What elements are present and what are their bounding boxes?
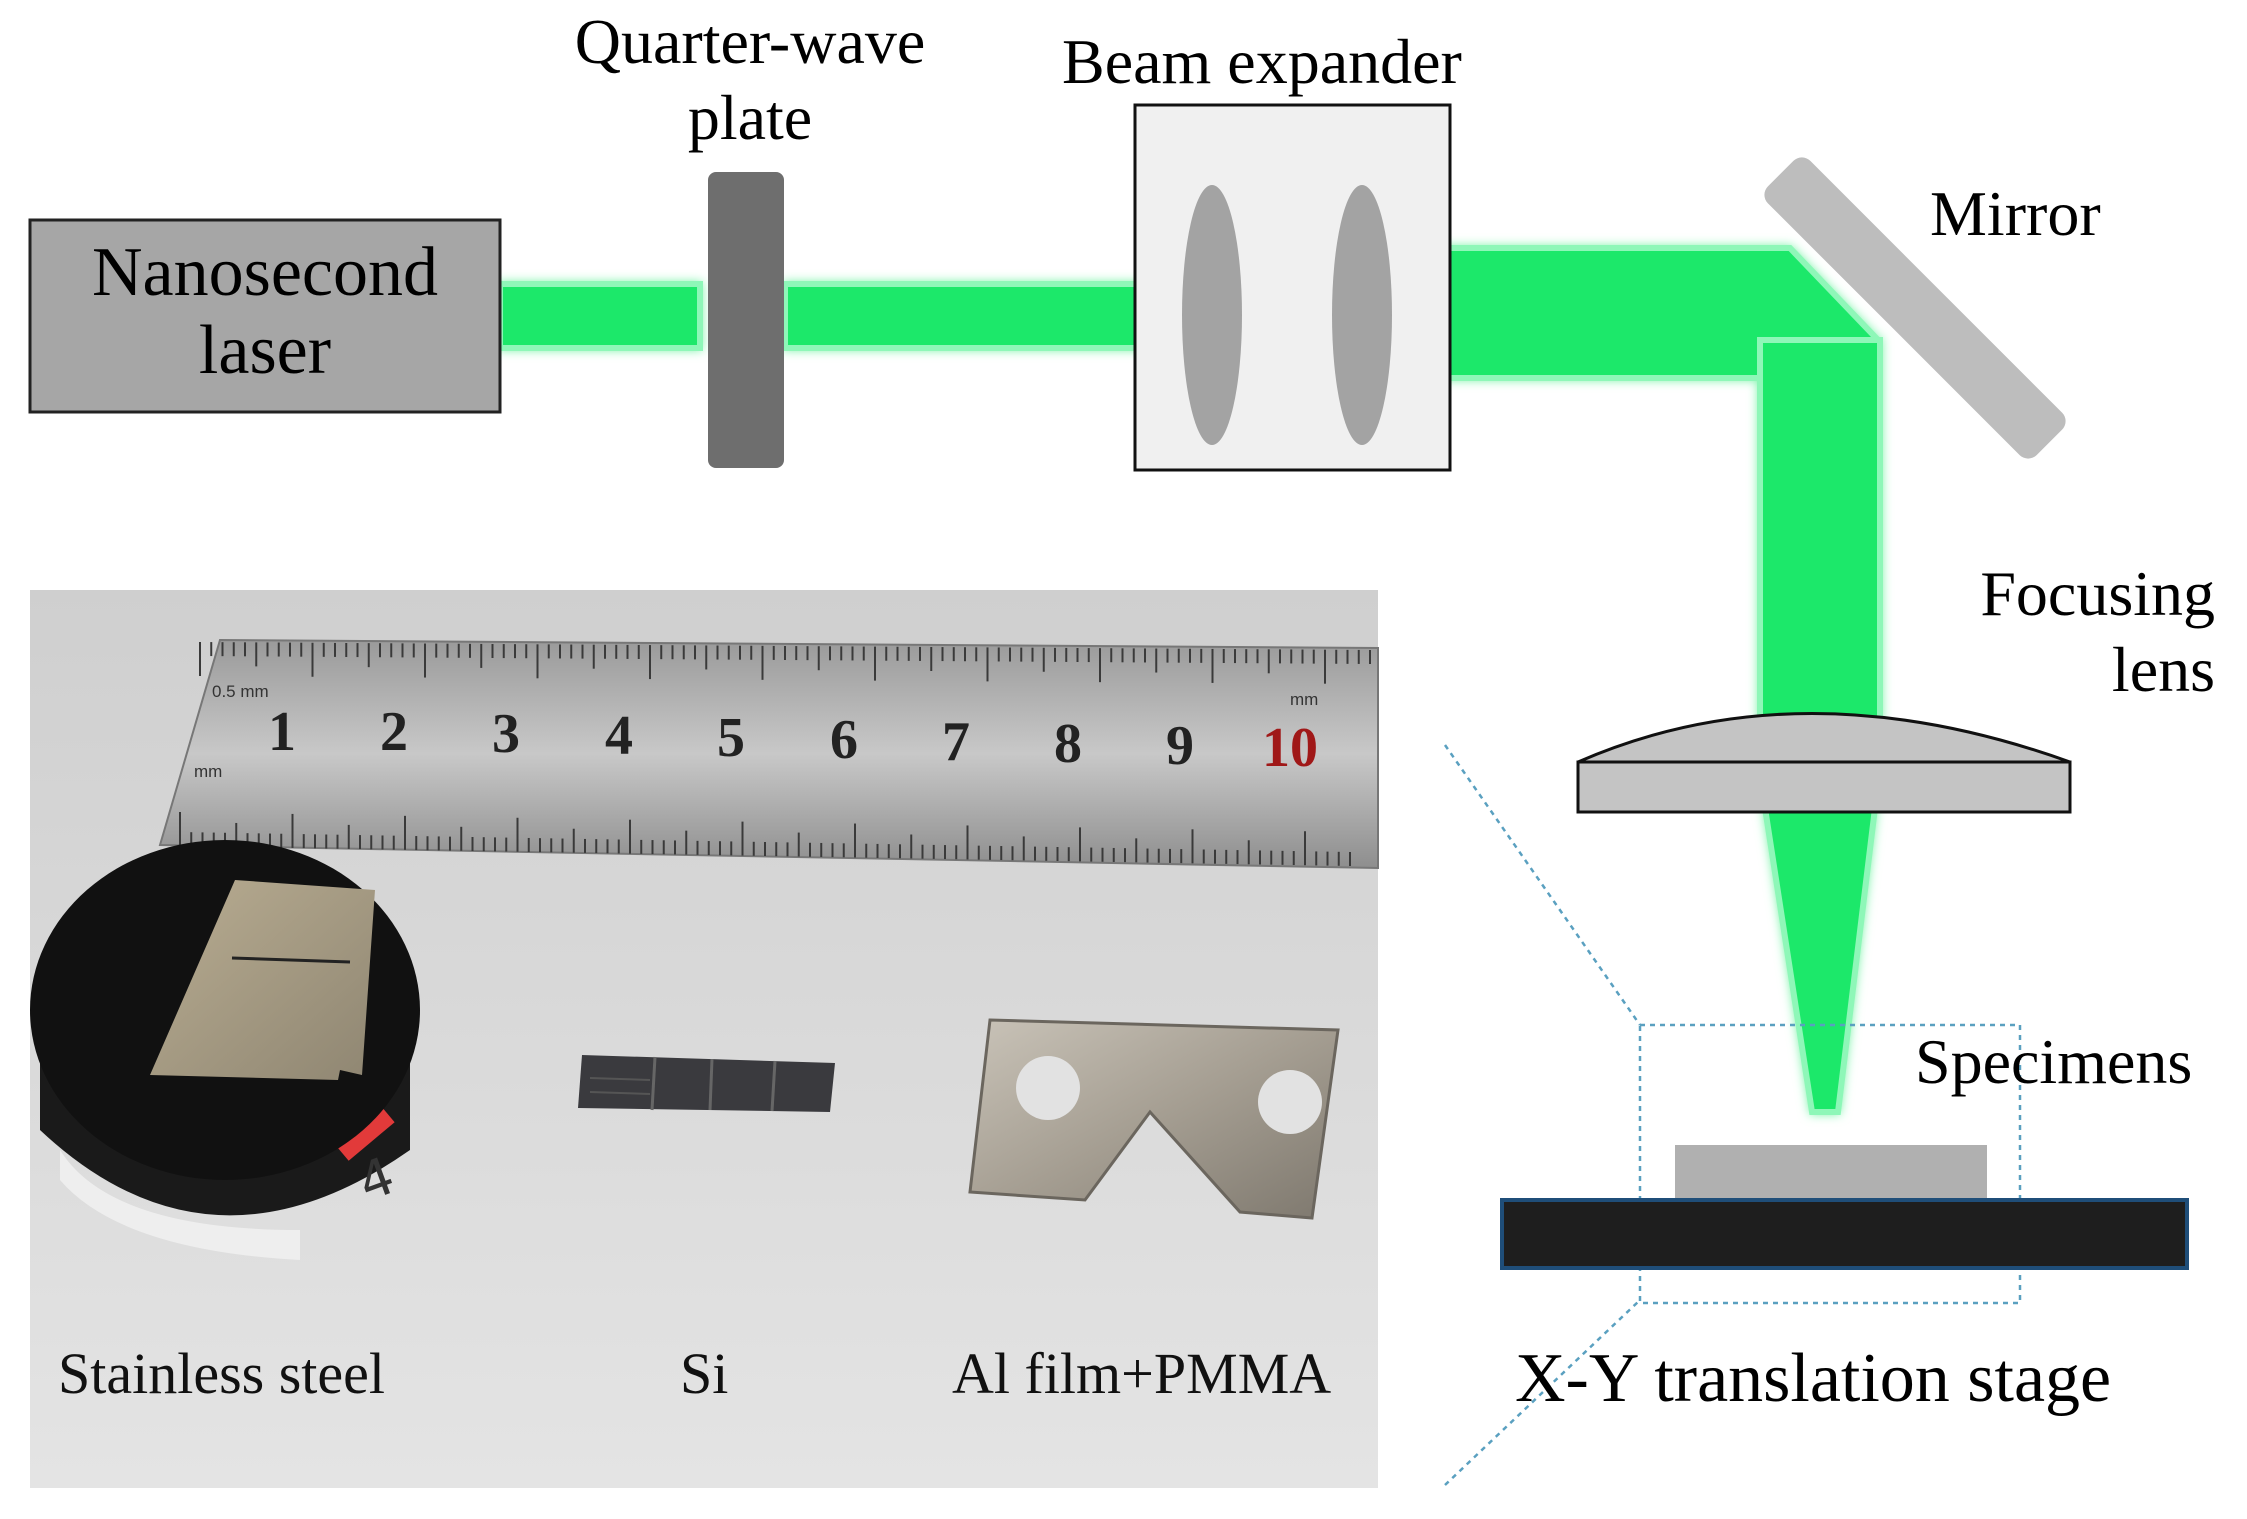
- ruler-number: 7: [942, 711, 970, 773]
- beam-segment-2: [782, 281, 1188, 351]
- focusing-lens: [1576, 712, 2072, 814]
- ruler-number: 5: [717, 707, 745, 769]
- beam-focused-cone: [1761, 805, 1879, 1115]
- ruler-number: 8: [1054, 713, 1082, 775]
- specimen-photo: [30, 590, 1379, 1488]
- stainless-steel-sample: [30, 840, 420, 1260]
- caption-al-film-pmma: Al film+PMMA: [952, 1341, 1332, 1406]
- ruler-unit-left: mm: [194, 762, 223, 781]
- ruler-unit-right: mm: [1290, 690, 1319, 709]
- label-specimens: Specimens: [1915, 1026, 2193, 1097]
- ruler-number: 1: [268, 701, 296, 763]
- expander-lens-1: [1182, 185, 1242, 445]
- zoom-indicator: [1443, 744, 2022, 1486]
- xy-stage: [1500, 1198, 2189, 1270]
- al-film-pmma-sample: [968, 1018, 1340, 1220]
- beam-expander-box: [1133, 103, 1452, 472]
- ruler-number: 9: [1166, 715, 1194, 777]
- quarter-wave-plate: [708, 172, 784, 468]
- label-mirror: Mirror: [1930, 178, 2101, 249]
- label-xy-translation-stage: X-Y translation stage: [1515, 1340, 2112, 1417]
- label-beam-expander: Beam expander: [1062, 26, 1462, 97]
- ruler-number: 2: [380, 701, 408, 763]
- expander-lens-2: [1332, 185, 1392, 445]
- si-sample: [578, 1055, 835, 1112]
- beam-segment-1: [497, 281, 703, 351]
- ruler-unit-top: 0.5 mm: [212, 682, 269, 701]
- ruler-number: 3: [492, 703, 520, 765]
- laser-source-box: [28, 218, 502, 414]
- label-focusing-lens: Focusing lens: [1980, 558, 2215, 705]
- ruler-number: 4: [605, 705, 633, 767]
- label-quarter-wave-plate: Quarter-wave plate: [574, 6, 926, 153]
- label-nanosecond-laser: Nanosecond laser: [91, 234, 438, 390]
- caption-si: Si: [680, 1341, 729, 1406]
- specimen-block: [1675, 1145, 1987, 1200]
- caption-stainless-steel: Stainless steel: [58, 1341, 386, 1406]
- ruler-number-red: 10: [1262, 717, 1318, 779]
- mirror: [1764, 157, 2066, 459]
- ruler-number: 6: [830, 709, 858, 771]
- ruler: [158, 638, 1379, 870]
- beam-vertical: [1757, 337, 1883, 723]
